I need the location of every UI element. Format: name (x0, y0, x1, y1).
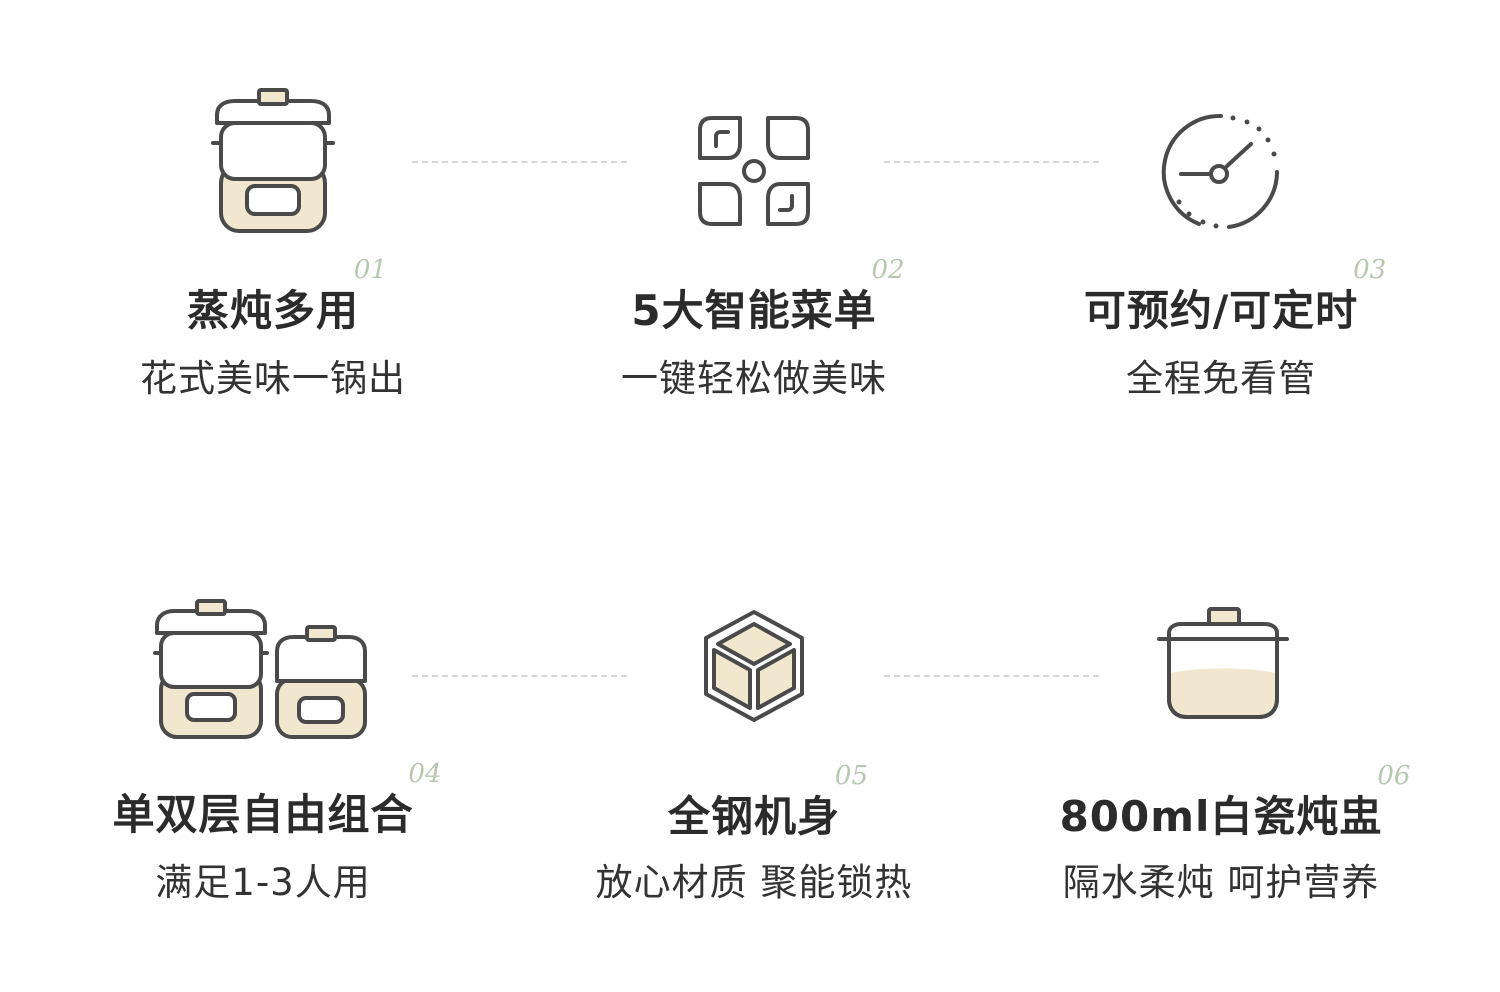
steel-cube-icon (702, 608, 806, 724)
timer-dial-icon (1159, 110, 1283, 234)
feature-subtitle: 全程免看管 (1126, 357, 1316, 400)
feature-number: 01 (353, 255, 387, 285)
feature-number: 04 (408, 759, 442, 789)
feature-subtitle: 隔水柔炖 呵护营养 (1062, 861, 1380, 904)
feature-subtitle: 一键轻松做美味 (621, 357, 887, 400)
connector-line-3 (412, 675, 627, 677)
connector-line-4 (884, 675, 1099, 677)
feature-subtitle: 花式美味一锅出 (140, 357, 406, 400)
connector-line-1 (412, 161, 627, 163)
feature-subtitle: 满足1-3人用 (155, 861, 371, 904)
feature-number: 06 (1377, 761, 1411, 791)
connector-line-2 (884, 161, 1099, 163)
feature-subtitle: 放心材质 聚能锁热 (595, 861, 913, 904)
feature-number: 05 (834, 761, 868, 791)
smart-menu-icon (694, 112, 814, 230)
steamer-double-icon (211, 85, 335, 235)
combo-steamer-icon (153, 597, 369, 741)
feature-number: 02 (871, 255, 905, 285)
ceramic-pot-icon (1155, 605, 1291, 723)
feature-number: 03 (1353, 255, 1387, 285)
